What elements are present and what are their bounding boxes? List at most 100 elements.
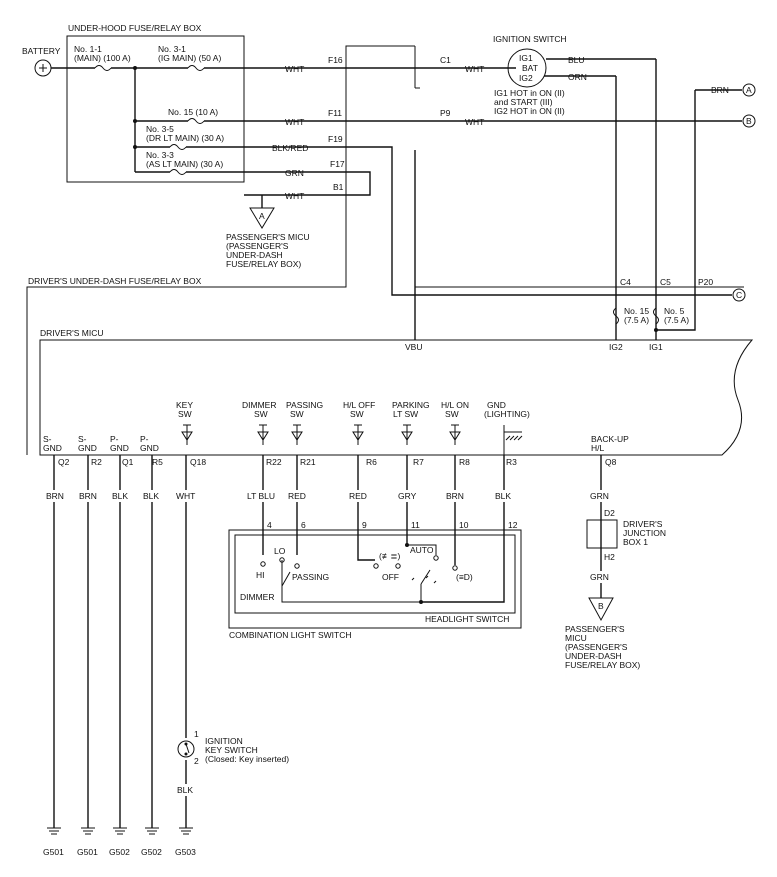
s-gnd-label-2: GND — [43, 443, 62, 453]
lighting-ground-icon — [503, 425, 523, 441]
fuse-3-1-rating: (IG MAIN) (50 A) — [158, 53, 221, 63]
ignition-key-switch-line2: KEY SWITCH — [205, 745, 258, 755]
ground-g503: G503 — [175, 847, 196, 857]
terminal-r21: R21 — [300, 457, 316, 467]
fuse-3-1-icon — [187, 65, 205, 71]
terminal-q18: Q18 — [190, 457, 206, 467]
connector-b-ref: B — [746, 116, 752, 126]
wire-grn-q8: GRN — [590, 491, 609, 501]
wire-wht-c1: WHT — [465, 64, 484, 74]
dimmer-sw-label-2: SW — [254, 409, 268, 419]
under-hood-box-outline — [66, 35, 245, 183]
wire-orn: ORN — [568, 72, 587, 82]
terminal-q2: Q2 — [58, 457, 70, 467]
ignition-note-1: IG1 HOT in ON (II) — [494, 88, 565, 98]
parking-sw-label-1: PARKING — [392, 400, 430, 410]
wire-wht-f16: WHT — [285, 64, 304, 74]
connector-a-circle — [742, 83, 756, 97]
terminal-f17: F17 — [330, 159, 345, 169]
key-sw-label-1: KEY — [176, 400, 193, 410]
pin-4: 4 — [267, 520, 272, 530]
fuse-5-dr-label: No. 5 — [664, 306, 685, 316]
wire-grn-h2: GRN — [590, 572, 609, 582]
terminal-q8: Q8 — [605, 457, 617, 467]
auto-bridge — [407, 544, 437, 555]
junction-box-line1: DRIVER'S — [623, 519, 663, 529]
dimmer-label: DIMMER — [240, 592, 274, 602]
wire-red-r21: RED — [288, 491, 306, 501]
p-gnd-label-4: GND — [140, 443, 159, 453]
wire-red-r6: RED — [349, 491, 367, 501]
backup-hl-label-2: H/L — [591, 443, 605, 453]
connector-a-ref: A — [746, 85, 752, 95]
terminal-r5: R5 — [152, 457, 163, 467]
combination-switch-outline — [228, 529, 522, 629]
fuse-3-3-icon — [169, 169, 187, 175]
terminal-r7: R7 — [413, 457, 424, 467]
wire-lt-blu: LT BLU — [247, 491, 275, 501]
wire-gry: GRY — [398, 491, 417, 501]
ground-icons — [47, 827, 193, 835]
fuse-15-label: No. 15 (10 A) — [168, 107, 218, 117]
junction-box-line2: JUNCTION — [623, 528, 666, 538]
fuse-15-dr-label: No. 15 — [624, 306, 649, 316]
ignition-ig1: IG1 — [519, 53, 533, 63]
fuse-3-5-icon — [169, 144, 187, 150]
wire-blk-q1: BLK — [112, 491, 128, 501]
wire-wht-q18: WHT — [176, 491, 195, 501]
hl-off-sw-label-1: H/L OFF — [343, 400, 375, 410]
pin-11: 11 — [411, 520, 420, 530]
connector-c-circle — [732, 288, 746, 302]
p-gnd-label-1: P- — [110, 434, 119, 444]
headlight-auto: AUTO — [410, 545, 434, 555]
dimmer-passing: PASSING — [292, 572, 329, 582]
feed-wires: WHT F16 C1 WHT WHT F11 P9 WHT BLK/RED F1… — [226, 55, 742, 296]
terminal-h2: H2 — [604, 552, 615, 562]
ignition-key-switch-line1: IGNITION — [205, 736, 243, 746]
ground-circuits: BRN BRN BLK BLK WHT 1 2 IGNITION KEY SWI… — [43, 455, 289, 857]
parking-sw-label-2: LT SW — [393, 409, 418, 419]
passing-sw-label-1: PASSING — [286, 400, 323, 410]
passenger-micu-b-line1: PASSENGER'S — [565, 624, 625, 634]
terminal-r2: R2 — [91, 457, 102, 467]
passing-sw-label-2: SW — [290, 409, 304, 419]
wire-wht-f11: WHT — [285, 117, 304, 127]
terminal-p20: P20 — [698, 277, 713, 287]
combination-switch-wires: LT BLU RED RED GRY BRN BLK — [246, 455, 514, 603]
fuse-1-1-label: No. 1-1 — [74, 44, 102, 54]
headlight-on-position: (≡D) — [456, 572, 473, 582]
passenger-micu-a-line1: PASSENGER'S MICU — [226, 232, 310, 242]
terminal-c4: C4 — [620, 277, 631, 287]
ground-g501-a: G501 — [43, 847, 64, 857]
ignition-switch-icon — [507, 48, 547, 88]
headlight-switch-inner — [234, 534, 516, 614]
key-switch-pin-2: 2 — [194, 756, 199, 766]
ground-g502-a: G502 — [109, 847, 130, 857]
ignition-key-switch-icon — [177, 740, 195, 758]
key-switch-pin-1: 1 — [194, 729, 199, 739]
connector-c-ref: C — [736, 290, 742, 300]
ignition-note-2: and START (III) — [494, 97, 553, 107]
wire-brn-r2: BRN — [79, 491, 97, 501]
fuse-15-dr-rating: (7.5 A) — [624, 315, 649, 325]
connector-a-triangle — [249, 207, 275, 229]
backup-hl-circuit: GRN D2 H2 DRIVER'S JUNCTION BOX 1 GRN B … — [565, 455, 666, 670]
combination-light-switch: COMBINATION LIGHT SWITCH HEADLIGHT SWITC… — [228, 520, 522, 640]
ground-g501-b: G501 — [77, 847, 98, 857]
pin-10: 10 — [459, 520, 469, 530]
wire-blk-red: BLK/RED — [272, 143, 308, 153]
fuse-15-icon — [187, 118, 205, 124]
pin-9: 9 — [362, 520, 367, 530]
terminal-vbu: VBU — [405, 342, 422, 352]
terminal-q1: Q1 — [122, 457, 134, 467]
drivers-under-dash-box: DRIVER'S UNDER-DASH FUSE/RELAY BOX C4 C5… — [26, 45, 744, 455]
s-gnd-label-1: S- — [43, 434, 52, 444]
passenger-micu-a-line4: FUSE/RELAY BOX) — [226, 259, 301, 269]
ignition-switch: IGNITION SWITCH IG1 BAT IG2 BLU ORN IG1 … — [493, 34, 657, 340]
dimmer-lo: LO — [274, 546, 286, 556]
terminal-r22: R22 — [266, 457, 282, 467]
connector-a-label: A — [259, 211, 265, 221]
wire-brn-r8: BRN — [446, 491, 464, 501]
ignition-bat: BAT — [522, 63, 538, 73]
